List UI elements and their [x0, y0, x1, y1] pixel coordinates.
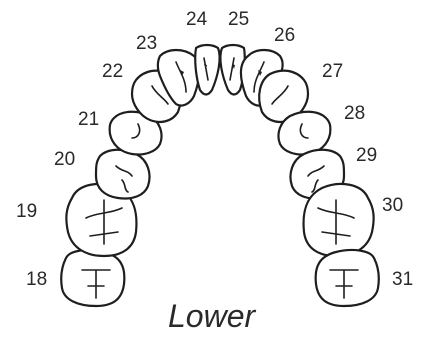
arch-caption: Lower [168, 300, 255, 332]
tooth-number-30: 30 [382, 196, 403, 215]
tooth-number-19: 19 [16, 202, 37, 221]
tooth-20 [96, 150, 150, 199]
tooth-number-31: 31 [392, 270, 413, 289]
tooth-30 [304, 184, 374, 256]
tooth-number-18: 18 [26, 270, 47, 289]
tooth-number-25: 25 [228, 10, 249, 29]
tooth-31 [316, 250, 379, 306]
tooth-number-21: 21 [78, 110, 99, 129]
tooth-28 [278, 112, 330, 155]
tooth-number-24: 24 [186, 10, 207, 29]
tooth-number-20: 20 [54, 150, 75, 169]
tooth-24 [195, 45, 219, 95]
tooth-number-26: 26 [274, 26, 295, 45]
tooth-number-29: 29 [356, 146, 377, 165]
tooth-number-27: 27 [322, 62, 343, 81]
tooth-number-23: 23 [136, 34, 157, 53]
tooth-number-22: 22 [102, 62, 123, 81]
tooth-18 [61, 250, 124, 306]
tooth-number-28: 28 [344, 104, 365, 123]
